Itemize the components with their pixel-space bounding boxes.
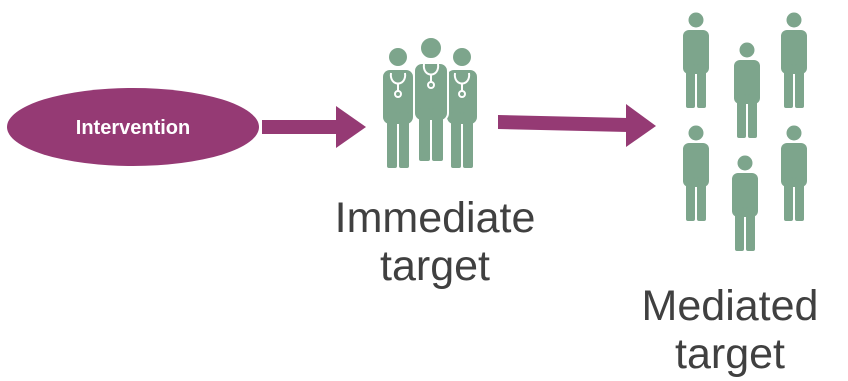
arrow-to-mediated-target	[498, 104, 656, 147]
intervention-label: Intervention	[76, 117, 190, 139]
mediated-target-label: Mediated target	[612, 282, 848, 378]
mediated-target-line2: target	[675, 330, 785, 378]
mediated-target-line1: Mediated	[641, 282, 819, 330]
immediate-target-line1: Immediate	[334, 194, 536, 242]
people-group-icon	[683, 12, 807, 251]
immediate-target-label: Immediate target	[300, 194, 570, 290]
arrow-to-immediate-target	[262, 106, 366, 148]
health-workers-icon	[383, 36, 477, 168]
immediate-target-line2: target	[380, 242, 490, 290]
intervention-ellipse	[7, 88, 259, 166]
